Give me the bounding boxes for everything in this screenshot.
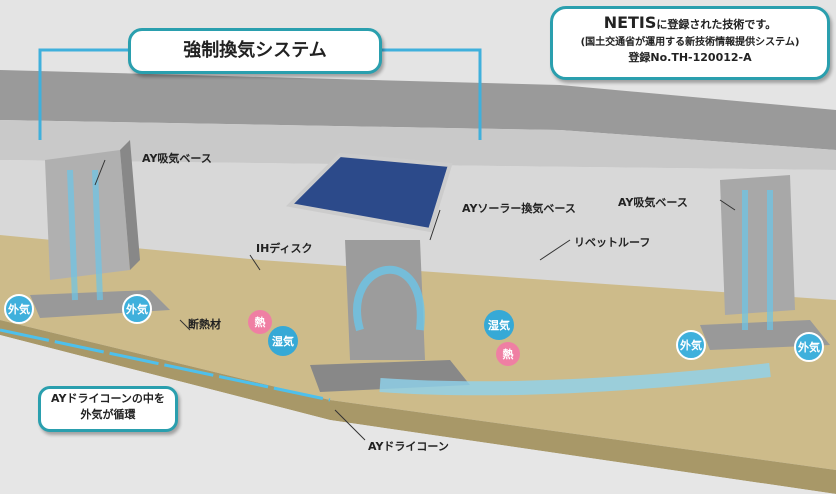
dry-cone-flow <box>0 328 331 402</box>
netis-box: NETISに登録された技術です。 (国土交通省が運用する新技術情報提供システム)… <box>550 6 830 80</box>
system-title-box: 強制換気システム <box>128 28 382 74</box>
heat-bubble: 熱 <box>496 342 520 366</box>
system-title: 強制換気システム <box>183 40 327 61</box>
humidity-bubble: 湿気 <box>484 310 514 340</box>
netis-line2: (国土交通省が運用する新技術情報提供システム) <box>580 37 800 48</box>
dry-cone-callout: AYドライコーンの中を 外気が循環 <box>38 386 178 432</box>
netis-line1-row: NETISに登録された技術です。 <box>553 11 827 35</box>
callout-line2: 外気が循環 <box>80 408 136 421</box>
label-rivet-roof: リベットルーフ <box>574 236 651 249</box>
label-dry-cone: AYドライコーン <box>368 440 449 453</box>
floor <box>0 335 836 494</box>
label-insulation: 断熱材 <box>188 318 221 331</box>
parapet-top <box>0 120 836 170</box>
outside-air-bubble: 外気 <box>122 294 152 324</box>
netis-name: NETIS <box>603 13 657 32</box>
callout-line1: AYドライコーンの中を <box>51 392 165 405</box>
netis-registration: 登録No.TH-120012-A <box>628 51 752 64</box>
heat-bubble: 熱 <box>248 310 272 334</box>
humidity-bubble: 湿気 <box>268 326 298 356</box>
solar-panel <box>285 152 453 233</box>
insulation-edge <box>0 320 836 494</box>
label-intake-base-right: AY吸気ベース <box>618 196 688 209</box>
netis-line1: に登録された技術です。 <box>656 18 777 31</box>
outside-air-bubble: 外気 <box>794 332 824 362</box>
parapet-wall <box>0 70 836 150</box>
leader-lines <box>94 159 736 441</box>
label-solar-base: AYソーラー換気ベース <box>462 202 576 215</box>
label-intake-base-left: AY吸気ベース <box>142 152 212 165</box>
outside-air-bubble: 外気 <box>676 330 706 360</box>
airflow-arrow-right <box>379 363 771 396</box>
outside-air-bubble: 外気 <box>4 294 34 324</box>
label-ih-disk: IHディスク <box>256 242 313 255</box>
